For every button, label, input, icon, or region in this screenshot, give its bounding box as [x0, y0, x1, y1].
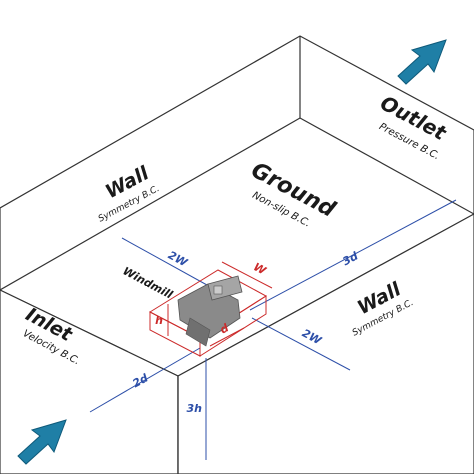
flow-arrows — [17, 39, 447, 465]
back-bottom-edge — [0, 117, 301, 291]
windmill-base — [185, 317, 211, 347]
dim-line-w — [221, 261, 273, 289]
dim-label-w: W — [251, 260, 269, 278]
windmill-model — [177, 275, 243, 347]
dim-line-3d — [249, 199, 457, 311]
windmill-box-right — [199, 295, 267, 357]
dim-label-h: h — [155, 314, 163, 327]
label-windmill: Windmill — [121, 264, 175, 301]
dim-label-3h: 3h — [187, 402, 203, 415]
arrow-up-right-icon — [17, 419, 67, 465]
windmill-window — [213, 285, 223, 295]
dim-label-2w-left: 2W — [166, 249, 190, 270]
dim-line-d — [209, 327, 245, 347]
dim-label-2d: 2d — [130, 371, 150, 390]
dim-label-3d: 3d — [340, 249, 360, 268]
right-bottom-edge — [299, 117, 474, 215]
front-wall-face — [177, 213, 474, 474]
arrow-up-right-icon — [397, 39, 447, 85]
windmill-bounding-box — [148, 261, 273, 357]
dim-line-2d — [89, 347, 201, 413]
dim-line-2w-right — [251, 317, 351, 371]
windmill-dim-ticks — [167, 304, 245, 347]
windmill-top — [207, 275, 243, 301]
